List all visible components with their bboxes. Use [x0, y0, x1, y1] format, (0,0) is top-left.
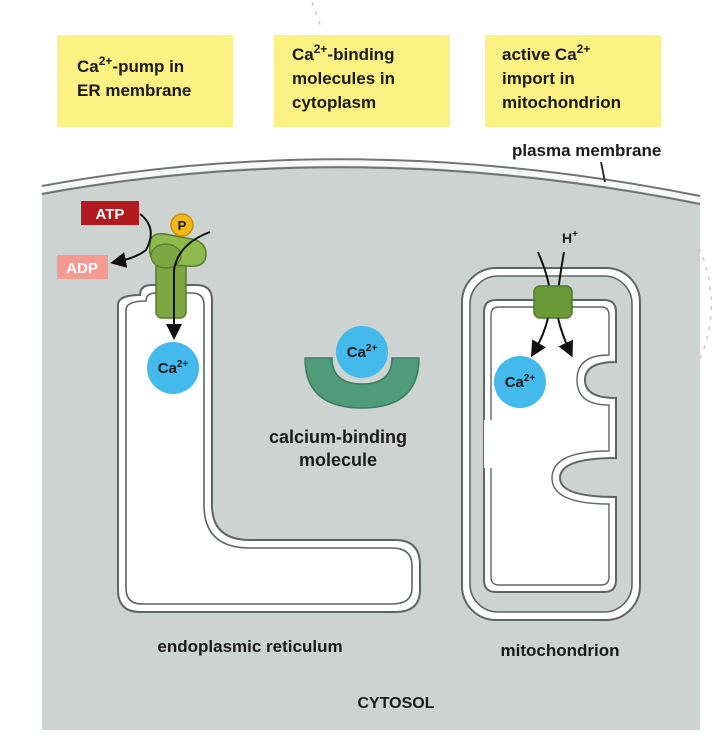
header-box-mito-import [485, 35, 661, 127]
calcium-label-bound: Ca2+ [347, 343, 378, 361]
dashed-guide-right [689, 229, 713, 371]
adp-box [57, 255, 108, 279]
calcium-ion-bound [336, 326, 388, 378]
proton-label: H+ [562, 229, 578, 246]
plasma-membrane-pointer [600, 161, 606, 183]
phosphate-circle [170, 213, 194, 237]
calcium-label-mito: Ca2+ [505, 373, 536, 391]
dashed-guide-top [311, 1, 323, 31]
mito-calcium-channel [533, 285, 573, 319]
ca-into-er-arrow [166, 231, 211, 340]
atp-label: ATP [96, 206, 125, 223]
plasma-membrane [41, 160, 701, 203]
label-er: endoplasmic reticulum [157, 637, 342, 656]
calcium-ion-er [147, 342, 199, 394]
header-box-binding [274, 35, 450, 127]
label-binding-line2: molecule [299, 450, 377, 470]
phosphate-label: P [178, 218, 187, 233]
mito-arrow-left [530, 317, 549, 358]
calcium-binding-molecule [304, 357, 420, 409]
adp-label: ADP [66, 260, 98, 277]
label-binding-line1: calcium-binding [269, 427, 407, 447]
label-plasma-membrane: plasma membrane [512, 141, 661, 160]
label-mito: mitochondrion [501, 641, 620, 660]
atp-box [81, 201, 139, 225]
label-cytosol: CYTOSOL [357, 695, 434, 712]
header-binding: Ca2+-binding molecules in cytoplasm [292, 42, 400, 112]
header-mito-import: active Ca2+ import in mitochondrion [502, 38, 621, 112]
atp-to-adp-arrow [110, 213, 152, 268]
mito-arrow-right [557, 317, 573, 358]
calcium-label-er: Ca2+ [158, 359, 189, 377]
calcium-ion-mito [494, 356, 546, 408]
header-box-er-pump [57, 35, 233, 127]
mitochondrion [461, 267, 641, 621]
header-er-pump: Ca2+-pump in ER membrane [77, 54, 191, 100]
